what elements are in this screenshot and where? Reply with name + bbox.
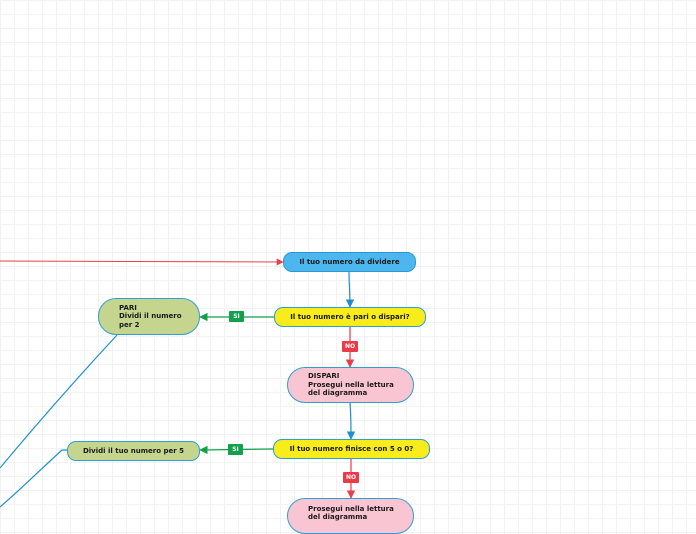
question-5-or-0-label: Il tuo numero finisce con 5 o 0?	[289, 444, 414, 453]
incoming-arrow	[0, 258, 284, 266]
no-tag-1-label: NO	[344, 343, 356, 350]
odd-result-label: DISPARI Prosegui nella lettura del diagr…	[308, 372, 394, 398]
divide-by-5-node[interactable]: Dividi il tuo numero per 5	[67, 441, 200, 461]
yes-tag-1-label: SI	[233, 313, 240, 320]
even-result-node[interactable]: PARI Dividi il numero per 2	[98, 298, 200, 335]
start-node-label: Il tuo numero da dividere	[299, 257, 400, 266]
connector-start-to-question	[345, 271, 355, 308]
outgoing-line-from-divide	[0, 449, 68, 508]
yes-tag-2: SI	[228, 444, 243, 455]
outgoing-line-from-even	[0, 334, 118, 469]
continue-reading-node[interactable]: Prosegui nella lettura del diagramma	[287, 498, 414, 534]
even-result-label: PARI Dividi il numero per 2	[119, 303, 182, 329]
yes-tag-2-label: SI	[232, 446, 239, 453]
no-tag-2-label: NO	[345, 474, 357, 481]
continue-reading-label: Prosegui nella lettura del diagramma	[308, 505, 394, 522]
no-tag-1: NO	[342, 341, 358, 352]
connector-odd-to-question	[346, 402, 356, 440]
question-5-or-0-node[interactable]: Il tuo numero finisce con 5 o 0?	[273, 439, 430, 459]
odd-result-node[interactable]: DISPARI Prosegui nella lettura del diagr…	[287, 367, 414, 403]
divide-by-5-label: Dividi il tuo numero per 5	[82, 446, 185, 455]
start-node[interactable]: Il tuo numero da dividere	[283, 252, 416, 272]
yes-tag-1: SI	[229, 311, 244, 322]
no-tag-2: NO	[343, 472, 359, 483]
question-even-odd-node[interactable]: Il tuo numero è pari o dispari?	[274, 307, 426, 327]
question-even-odd-label: Il tuo numero è pari o dispari?	[290, 312, 410, 321]
